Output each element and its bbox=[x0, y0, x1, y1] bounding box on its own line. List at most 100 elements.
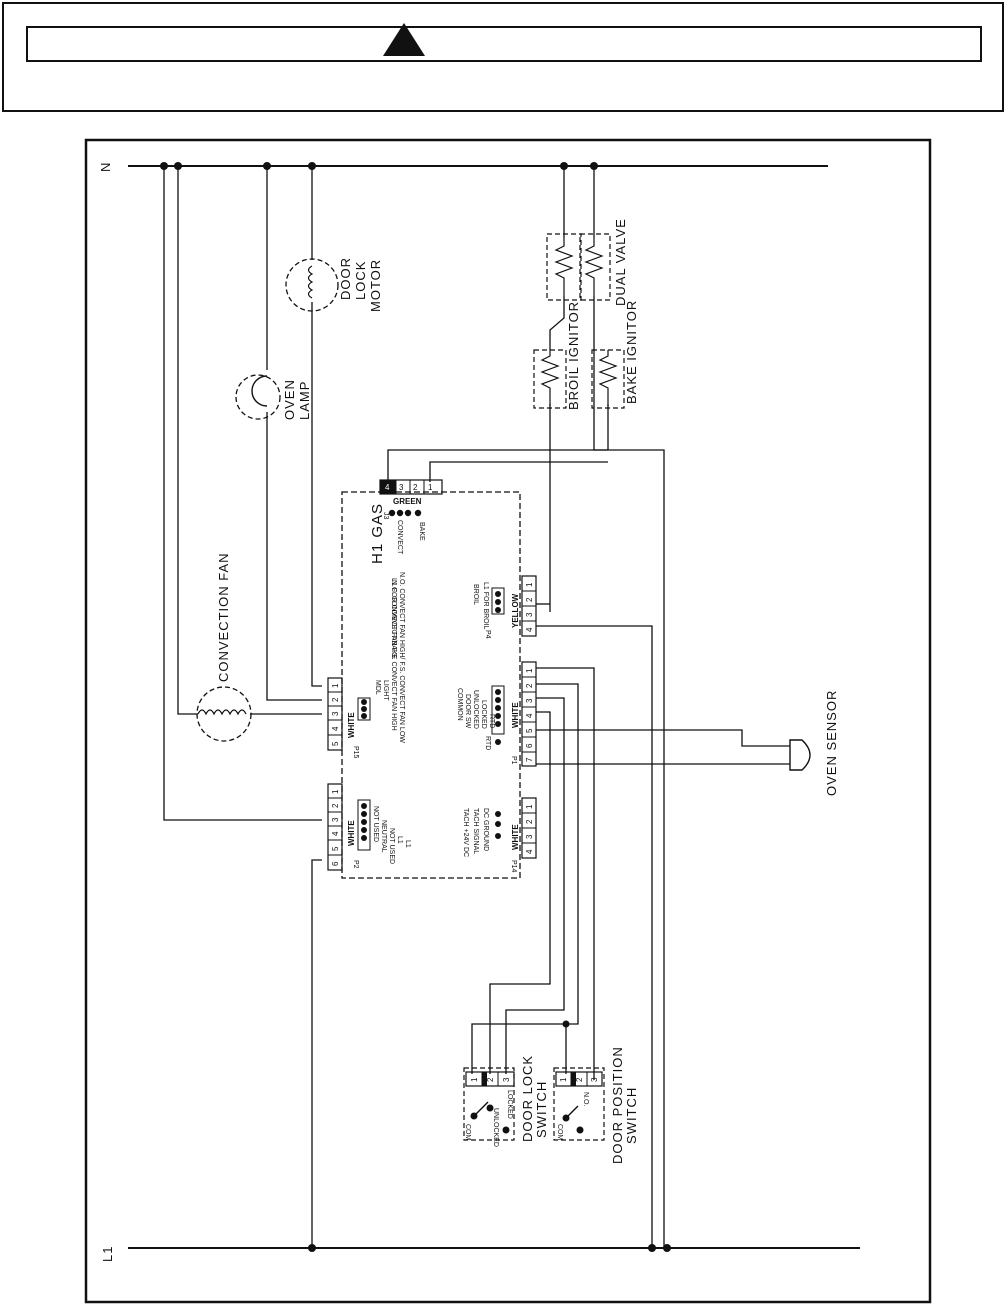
p1-pin-6: 6 bbox=[525, 743, 534, 748]
p14-pin-3: 3 bbox=[525, 834, 534, 839]
p2-pin-6: 6 bbox=[331, 861, 340, 866]
p1-label-unlocked: UNLOCKED bbox=[472, 690, 479, 729]
door-position-switch-label-1: DOOR POSITION bbox=[610, 1046, 625, 1164]
warning-title-bar bbox=[26, 26, 982, 62]
p15-color: WHITE bbox=[347, 712, 356, 738]
bake-ignitor-label: BAKE IGNITOR bbox=[624, 300, 639, 404]
door-lock-motor-label-1: DOOR bbox=[338, 257, 353, 300]
dual-valve-label: DUAL VALVE bbox=[613, 218, 628, 306]
p15-label-nc: N.C. CONVECT FAN F.S. CONVECT FAN HIGH bbox=[390, 580, 397, 731]
p15-pin-2: 2 bbox=[331, 697, 340, 702]
lock-pin-2: 2 bbox=[486, 1077, 495, 1082]
connector-p4: 4 3 2 1 YELLOW P4 BROIL L1 FOR BROIL bbox=[472, 575, 537, 639]
connector-p2: 6 5 4 3 2 1 WHITE P2 NOT USED NEUTRAL NO… bbox=[327, 783, 411, 871]
p1-pin-3: 3 bbox=[525, 698, 534, 703]
oven-lamp: OVEN LAMP bbox=[235, 374, 312, 420]
p14-label-dcground: DC GROUND bbox=[482, 808, 489, 851]
p2-pin-2: 2 bbox=[331, 803, 340, 808]
p14-color: WHITE bbox=[511, 824, 520, 850]
warning-frame bbox=[2, 2, 1004, 112]
oven-lamp-label-2: LAMP bbox=[297, 381, 312, 420]
line-label: L1 bbox=[100, 1246, 115, 1262]
p2-name: P2 bbox=[352, 860, 359, 869]
p2-label-l1-a: L1 bbox=[396, 836, 403, 844]
j3-pin-2: 2 bbox=[413, 483, 418, 492]
switch-junction bbox=[562, 1020, 570, 1028]
p15-label-light: LIGHT bbox=[382, 680, 389, 701]
pos-pin-1: 1 bbox=[559, 1077, 568, 1082]
pos-term-no: N.O. bbox=[582, 1092, 589, 1106]
connector-j3: 4 3 2 1 GREEN J3 CONVECT BAKE L1 FOR CON… bbox=[379, 479, 443, 660]
p15-pin-4: 4 bbox=[331, 726, 340, 731]
p14-pin-2: 2 bbox=[525, 819, 534, 824]
bake-ignitor: BAKE IGNITOR bbox=[591, 300, 639, 409]
lock-term-unlocked: UNLOCKED bbox=[492, 1108, 499, 1147]
oven-lamp-label-1: OVEN bbox=[282, 379, 297, 420]
j3-pin-3: 3 bbox=[399, 483, 404, 492]
door-lock-motor-label-3: MOTOR bbox=[368, 259, 383, 312]
p15-pin-5: 5 bbox=[331, 741, 340, 746]
dual-valve: DUAL VALVE bbox=[546, 218, 628, 306]
p2-pin-1: 1 bbox=[331, 789, 340, 794]
board-label: H1 GAS bbox=[369, 503, 386, 564]
p4-color: YELLOW bbox=[511, 593, 520, 628]
p14-label-tach24: TACH +24V DC bbox=[462, 808, 469, 857]
j3-name: J3 bbox=[382, 512, 389, 520]
lock-pin-3: 3 bbox=[502, 1077, 511, 1082]
p4-label-l1: L1 FOR BROIL bbox=[482, 582, 489, 630]
p4-label-broil: BROIL bbox=[472, 584, 479, 605]
j3-pin-4: 4 bbox=[385, 483, 390, 492]
warning-triangle-icon bbox=[383, 23, 425, 56]
lock-pin-1: 1 bbox=[470, 1077, 479, 1082]
j3-label-convect: CONVECT bbox=[396, 520, 403, 555]
p1-color: WHITE bbox=[511, 702, 520, 728]
oven-sensor: OVEN SENSOR bbox=[789, 690, 839, 796]
oven-sensor-label: OVEN SENSOR bbox=[824, 690, 839, 796]
p1-label-common: COMMON bbox=[456, 688, 463, 721]
p4-pin-3: 3 bbox=[525, 612, 534, 617]
lock-term-com: COM bbox=[464, 1124, 471, 1141]
p1-pin-5: 5 bbox=[525, 728, 534, 733]
p15-pin-1: 1 bbox=[331, 683, 340, 688]
wiring bbox=[163, 166, 790, 1248]
p2-pin-5: 5 bbox=[331, 846, 340, 851]
j3-color: GREEN bbox=[393, 497, 422, 506]
pos-term-com: COM bbox=[556, 1124, 563, 1141]
p15-label-no: N.O. CONVECT FAN HIGH/ F.S. CONVECT FAN … bbox=[398, 572, 405, 743]
p1-pin-1: 1 bbox=[525, 668, 534, 673]
p2-label-neutral: NEUTRAL bbox=[380, 820, 387, 853]
door-lock-motor: DOOR LOCK MOTOR bbox=[285, 257, 383, 312]
p2-pin-4: 4 bbox=[331, 831, 340, 836]
p2-pin-3: 3 bbox=[331, 817, 340, 822]
broil-ignitor: BROIL IGNITOR bbox=[533, 301, 581, 410]
p4-pin-2: 2 bbox=[525, 597, 534, 602]
pos-pin-2: 2 bbox=[575, 1077, 584, 1082]
door-lock-motor-label-2: LOCK bbox=[353, 261, 368, 300]
j3-label-l1: L1 FOR CONVECT/BAKE bbox=[390, 578, 397, 660]
control-board: H1 GAS bbox=[341, 491, 521, 879]
door-lock-switch-label-2: SWITCH bbox=[534, 1081, 549, 1138]
door-lock-switch: 1 2 3 COM UNLOCKED LOCKED DOOR LOCK SWIT… bbox=[463, 1055, 549, 1147]
convection-fan-label: CONVECTION FAN bbox=[216, 552, 231, 682]
p15-name: P15 bbox=[352, 746, 359, 759]
p1-label-doorsw: DOOR SW bbox=[464, 694, 471, 729]
door-position-switch-label-2: SWITCH bbox=[624, 1087, 639, 1144]
convection-fan: CONVECTION FAN bbox=[196, 552, 252, 742]
pos-pin-3: 3 bbox=[590, 1077, 599, 1082]
lock-term-locked: LOCKED bbox=[506, 1090, 513, 1119]
p1-label-rtd-1: RTD bbox=[488, 714, 495, 728]
p1-label-locked: LOCKED bbox=[480, 700, 487, 729]
p2-label-notused-2: NOT USED bbox=[388, 828, 395, 864]
p14-pin-4: 4 bbox=[525, 849, 534, 854]
p2-label-l1-b: L1 bbox=[404, 840, 411, 848]
p4-name: P4 bbox=[484, 630, 491, 639]
connector-p14: 4 3 2 1 WHITE P14 DC GROUND TACH SIGNAL … bbox=[462, 797, 537, 873]
p2-color: WHITE bbox=[347, 820, 356, 846]
p1-pin-7: 7 bbox=[525, 757, 534, 762]
p15-pin-3: 3 bbox=[331, 711, 340, 716]
p14-name: P14 bbox=[510, 860, 517, 873]
connector-p15: 5 4 3 2 1 WHITE P15 MDL LIGHT N.C. CONVE… bbox=[327, 572, 405, 759]
p15-label-mdl: MDL bbox=[374, 680, 381, 695]
j3-label-bake: BAKE bbox=[418, 522, 425, 541]
p4-pin-4: 4 bbox=[525, 627, 534, 632]
